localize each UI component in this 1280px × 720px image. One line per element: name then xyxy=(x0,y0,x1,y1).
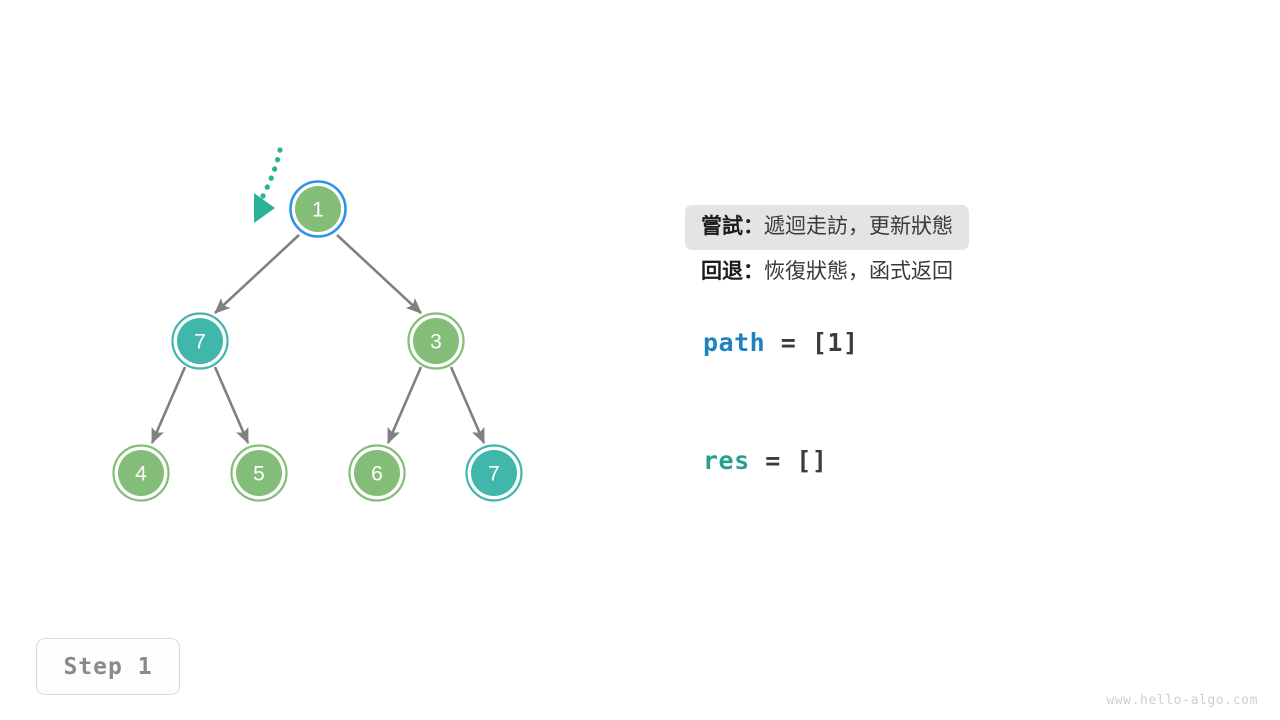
edge-n3-n6 xyxy=(386,366,423,444)
tree-node-n4[interactable]: 4 xyxy=(112,444,170,502)
variable-path-value: = [1] xyxy=(765,328,859,357)
tree-node-n3[interactable]: 3 xyxy=(407,312,465,370)
edge-n1-n2 xyxy=(214,234,300,314)
traversal-pointer xyxy=(254,147,283,223)
node-circle-n6 xyxy=(354,450,400,496)
node-ring-n2 xyxy=(171,312,229,370)
hint-line-try: 嘗試：遞迴走訪，更新狀態 xyxy=(685,205,969,251)
tree-node-n7[interactable]: 7 xyxy=(465,444,523,502)
node-circle-n3 xyxy=(413,318,459,364)
node-label-n3: 3 xyxy=(430,331,442,354)
tree-node-n5[interactable]: 5 xyxy=(230,444,288,502)
variable-path: path = [1] xyxy=(703,328,859,357)
variable-res: res = [] xyxy=(703,446,827,475)
pointer-dotted-curve-icon xyxy=(260,147,283,199)
explanation-panel: 嘗試：遞迴走訪，更新狀態 回退：恢復狀態，函式返回 xyxy=(685,205,1220,296)
watermark: www.hello-algo.com xyxy=(1106,693,1258,708)
node-ring-n1 xyxy=(289,180,347,238)
node-ring-n3 xyxy=(407,312,465,370)
pointer-triangle-icon xyxy=(254,193,275,223)
step-badge-label: Step 1 xyxy=(63,653,153,680)
tree-edges xyxy=(150,234,486,444)
node-label-n5: 5 xyxy=(253,463,265,486)
variable-path-name: path xyxy=(703,328,766,357)
node-circle-n1 xyxy=(295,186,341,232)
node-circle-n2 xyxy=(177,318,223,364)
node-label-n7: 7 xyxy=(488,463,500,486)
node-label-n2: 7 xyxy=(194,331,206,354)
hint-key-backtrack: 回退： xyxy=(701,260,764,284)
node-ring-n6 xyxy=(348,444,406,502)
tree-node-n6[interactable]: 6 xyxy=(348,444,406,502)
edge-n1-n3 xyxy=(336,234,422,314)
hint-value-try: 遞迴走訪，更新狀態 xyxy=(764,215,953,238)
node-circle-n5 xyxy=(236,450,282,496)
node-circle-n7 xyxy=(471,450,517,496)
node-circle-n4 xyxy=(118,450,164,496)
edge-n2-n5 xyxy=(213,366,250,444)
tree-node-n2[interactable]: 7 xyxy=(171,312,229,370)
node-label-n4: 4 xyxy=(135,463,147,486)
variable-res-value: = [] xyxy=(749,446,828,475)
hint-line-backtrack: 回退：恢復狀態，函式返回 xyxy=(685,250,969,295)
node-label-n1: 1 xyxy=(312,199,324,222)
node-ring-n7 xyxy=(465,444,523,502)
edge-n2-n4 xyxy=(150,366,187,444)
hint-key-try: 嘗試： xyxy=(701,215,764,238)
tree-nodes: 1 7 3 4 5 6 7 xyxy=(112,180,523,502)
step-badge: Step 1 xyxy=(36,638,180,695)
tree-node-n1[interactable]: 1 xyxy=(289,180,347,238)
node-ring-n5 xyxy=(230,444,288,502)
hint-value-backtrack: 恢復狀態，函式返回 xyxy=(764,260,953,284)
variable-res-name: res xyxy=(703,446,750,475)
node-ring-n4 xyxy=(112,444,170,502)
edge-n3-n7 xyxy=(449,366,486,444)
node-label-n6: 6 xyxy=(371,463,383,486)
